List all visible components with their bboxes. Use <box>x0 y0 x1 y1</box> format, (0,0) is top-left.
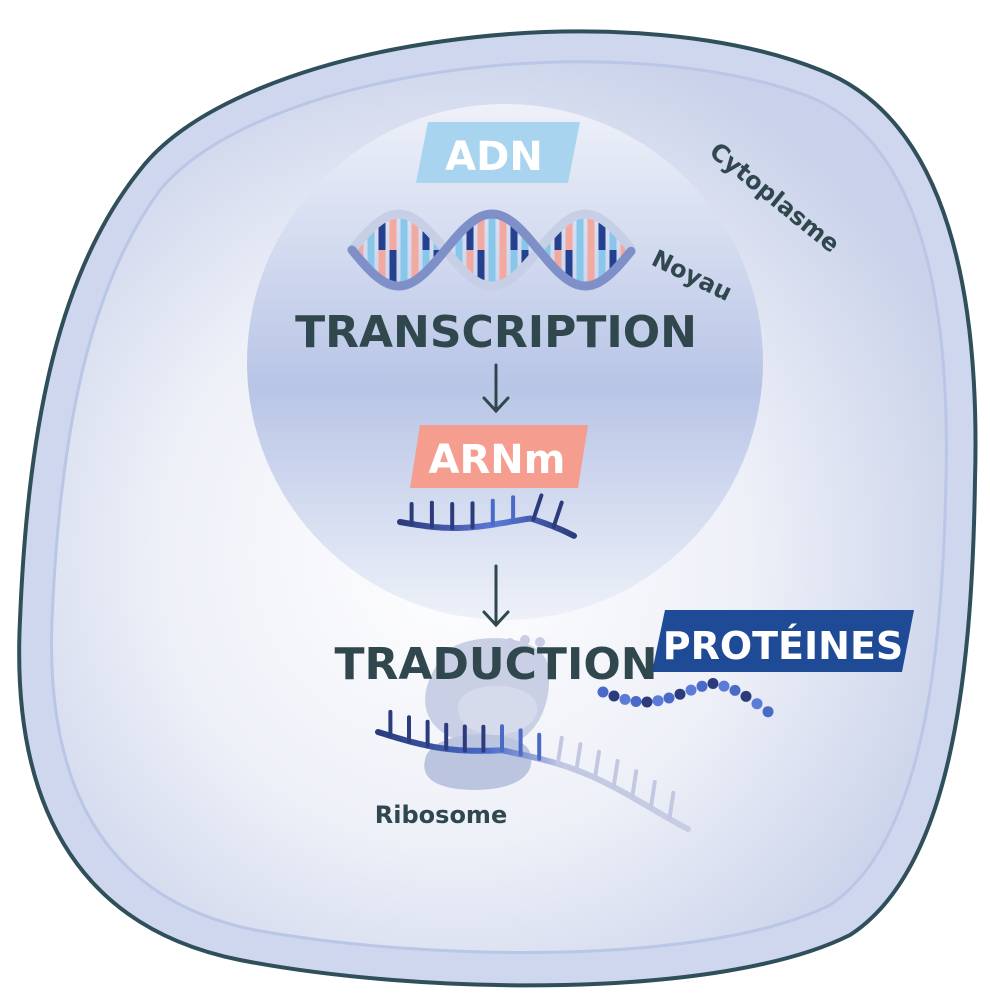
nucleus <box>247 104 763 620</box>
amino-acid <box>685 684 697 696</box>
amino-acid <box>663 692 675 704</box>
arrow-down-icon <box>482 564 510 628</box>
proteines-label: PROTÉINES <box>663 624 904 668</box>
ribosome-label: Ribosome <box>375 801 507 829</box>
amino-acid <box>608 690 620 702</box>
amino-acid-dots <box>505 635 545 648</box>
mrna-base <box>667 790 676 821</box>
amino-acid <box>674 688 686 700</box>
amino-acid <box>619 693 631 705</box>
amino-acid <box>641 696 653 708</box>
proteines-tag: PROTÉINES <box>652 610 914 672</box>
arnm-tag: ARNm <box>410 425 588 488</box>
protein-chain-icon <box>597 678 774 718</box>
transcription-label: TRANSCRIPTION <box>295 307 697 358</box>
amino-acid <box>740 690 752 702</box>
mrna-backbone <box>397 515 577 539</box>
adn-tag: ADN <box>416 122 580 183</box>
mrna-base <box>630 769 639 800</box>
amino-acid <box>718 680 730 692</box>
mrna-base <box>593 749 601 780</box>
amino-acid <box>751 698 763 710</box>
mrna-strand-icon <box>397 493 577 539</box>
mrna-base <box>555 735 564 766</box>
amino-acid <box>597 686 609 698</box>
amino-acid <box>762 706 774 718</box>
amino-acid <box>707 678 719 689</box>
mrna-backbone <box>375 729 691 833</box>
amino-acid <box>630 696 642 707</box>
dna-backbone <box>347 209 636 291</box>
mrna-base <box>574 742 583 773</box>
traduction-label: TRADUCTION <box>334 639 657 690</box>
dna-backbone <box>347 209 636 291</box>
amino-acid <box>652 695 664 707</box>
arrow-down-icon <box>482 363 510 414</box>
arnm-label: ARNm <box>429 437 566 483</box>
amino-acid <box>729 684 741 696</box>
mrna-strand-icon <box>375 709 691 833</box>
dna-helix-icon <box>347 209 636 291</box>
adn-label: ADN <box>445 134 543 180</box>
amino-acid <box>696 680 708 692</box>
mrna-base <box>551 500 564 529</box>
mrna-base <box>648 780 657 810</box>
mrna-base <box>611 759 620 789</box>
mrna-base <box>531 493 544 522</box>
